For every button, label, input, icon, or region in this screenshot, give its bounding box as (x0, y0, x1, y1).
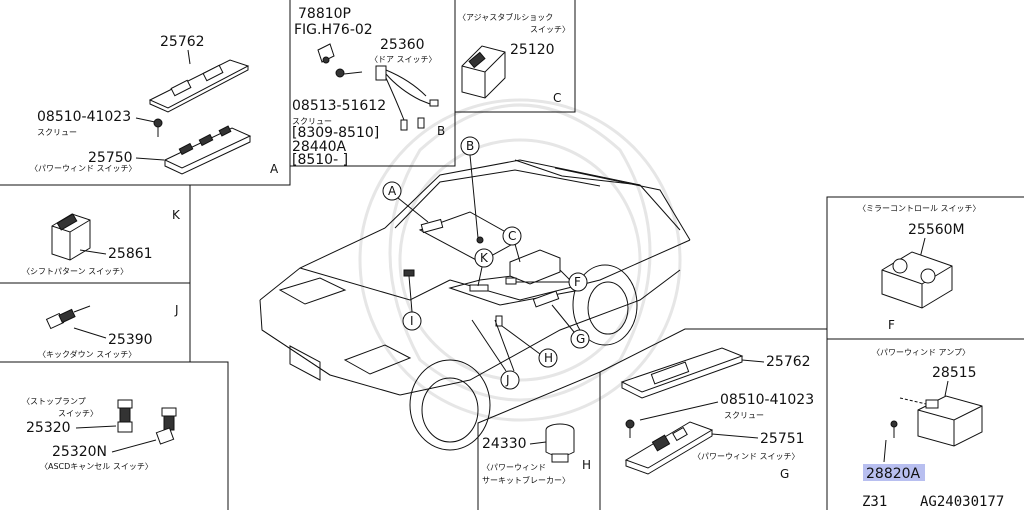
door-switch-caption: 〈ドア スイッチ〉 (370, 55, 437, 64)
switch-25750 (163, 125, 252, 175)
panel-a: 25762 08510-41023 スクリュー 25750 〈パワーウィンド ス… (30, 34, 279, 176)
part-25120: 25120 (510, 42, 555, 58)
panel-f: 〈ミラーコントロール スイッチ〉 25560M F (858, 204, 981, 332)
model-code: Z31 (862, 494, 887, 510)
panel-letter-k: K (172, 208, 181, 222)
panel-h: 24330 H 〈パワーウィンド サーキットブレーカー〉 (482, 423, 591, 485)
panel-letter-j: J (174, 303, 179, 317)
part-25390: 25390 (108, 332, 153, 348)
callout-b: B (466, 139, 474, 153)
callouts: A B C K F I G H J (382, 136, 590, 390)
part-25751: 25751 (760, 431, 805, 447)
panel-letter-b: B (437, 124, 445, 138)
panel-c: 〈アジャスタブルショック スイッチ〉 25120 C (458, 12, 570, 105)
date-range-2: [8510- ] (292, 152, 348, 168)
callout-f: F (574, 275, 581, 289)
screw-label-g: スクリュー (724, 411, 764, 420)
grommet-icon (317, 43, 335, 64)
screw-icon (153, 118, 163, 137)
bezel-25762-g (620, 347, 744, 399)
caption-amp: 〈パワーウィンド アンプ〉 (872, 348, 970, 357)
panel-amp: 〈パワーウィンド アンプ〉 28515 28820A (863, 348, 983, 482)
watermark-emblem (358, 98, 682, 422)
caption-a: 〈パワーウィンド スイッチ〉 (30, 164, 137, 173)
part-25762-a: 25762 (160, 34, 205, 50)
part-25861: 25861 (108, 246, 153, 262)
ascd-cancel-switch-25320n (155, 407, 177, 445)
part-25320: 25320 (26, 420, 71, 436)
caption-k: 〈シフトパターン スイッチ〉 (22, 267, 128, 276)
callout-i: I (410, 314, 414, 328)
switch-25751 (624, 421, 714, 475)
caption-h-1: 〈パワーウィンド (482, 463, 546, 472)
callout-a: A (388, 184, 397, 198)
bolt-icon (890, 420, 898, 438)
part-28820a[interactable]: 28820A (866, 466, 921, 482)
screw-label-b: スクリュー (292, 117, 332, 126)
door-switch-harness (335, 65, 439, 131)
callout-j: J (505, 373, 510, 387)
panel-letter-a: A (270, 162, 279, 176)
shock-switch-25120 (461, 45, 506, 99)
caption-stop-1: 〈ストップランプ (22, 397, 86, 406)
part-28515: 28515 (932, 365, 977, 381)
highlight-28820a (863, 464, 925, 481)
part-08510-41023-a: 08510-41023 (37, 109, 131, 125)
part-28440a: 28440A (292, 139, 347, 155)
panel-g: 25762 08510-41023 スクリュー 25751 〈パワーウィンド ス… (620, 347, 814, 481)
footer: Z31 AG24030177 (862, 494, 1004, 510)
panel-letter-f: F (888, 318, 895, 332)
diagram-code: AG24030177 (920, 494, 1004, 510)
callout-k: K (480, 251, 489, 265)
caption-stop-3: 〈ASCDキャンセル スイッチ〉 (40, 462, 153, 471)
car-illustration (259, 159, 691, 451)
callout-g: G (576, 332, 585, 346)
part-25360: 25360 (380, 37, 425, 53)
kickdown-switch-25390 (45, 305, 91, 330)
part-25750: 25750 (88, 150, 133, 166)
caption-c-1: 〈アジャスタブルショック (458, 12, 553, 22)
panel-j: J 25390 〈キックダウン スイッチ〉 (38, 303, 179, 359)
panel-b: 78810P FIG.H76-02 25360 〈ドア スイッチ〉 08513-… (292, 6, 445, 168)
part-25762-g: 25762 (766, 354, 811, 370)
part-25560m: 25560M (908, 222, 965, 238)
part-08513-51612: 08513-51612 (292, 98, 386, 114)
panel-stop-lamp: 〈ストップランプ スイッチ〉 25320 25320N 〈ASCDキャンセル ス… (22, 397, 177, 471)
stop-lamp-switch-25320 (117, 399, 133, 433)
part-24330: 24330 (482, 436, 527, 452)
screw-icon-g (625, 419, 635, 438)
callout-c: C (508, 229, 516, 243)
callout-h: H (544, 351, 553, 365)
panel-letter-g: G (780, 467, 789, 481)
amp-unit-28515 (917, 395, 983, 447)
date-range-1: [8309-8510] (292, 125, 379, 141)
part-08510-41023-g: 08510-41023 (720, 392, 814, 408)
fig-ref: FIG.H76-02 (294, 22, 373, 38)
caption-g: 〈パワーウィンド スイッチ〉 (693, 452, 800, 461)
caption-f: 〈ミラーコントロール スイッチ〉 (858, 204, 981, 213)
screw-label-a: スクリュー (37, 128, 77, 137)
mirror-switch-25560m (881, 251, 953, 309)
shift-switch-25861 (51, 213, 91, 261)
panel-k: K 25861 〈シフトパターン スイッチ〉 (22, 208, 181, 276)
bezel-25762-a (148, 59, 250, 113)
breaker-24330 (545, 423, 575, 463)
panel-letter-h: H (582, 458, 591, 472)
panel-letter-c: C (553, 91, 561, 105)
caption-c-2: スイッチ〉 (530, 25, 570, 34)
part-25320n: 25320N (52, 444, 107, 460)
caption-j: 〈キックダウン スイッチ〉 (38, 349, 136, 359)
caption-h-2: サーキットブレーカー〉 (482, 475, 570, 485)
part-78810p: 78810P (298, 6, 351, 22)
caption-stop-2: スイッチ〉 (58, 409, 98, 418)
